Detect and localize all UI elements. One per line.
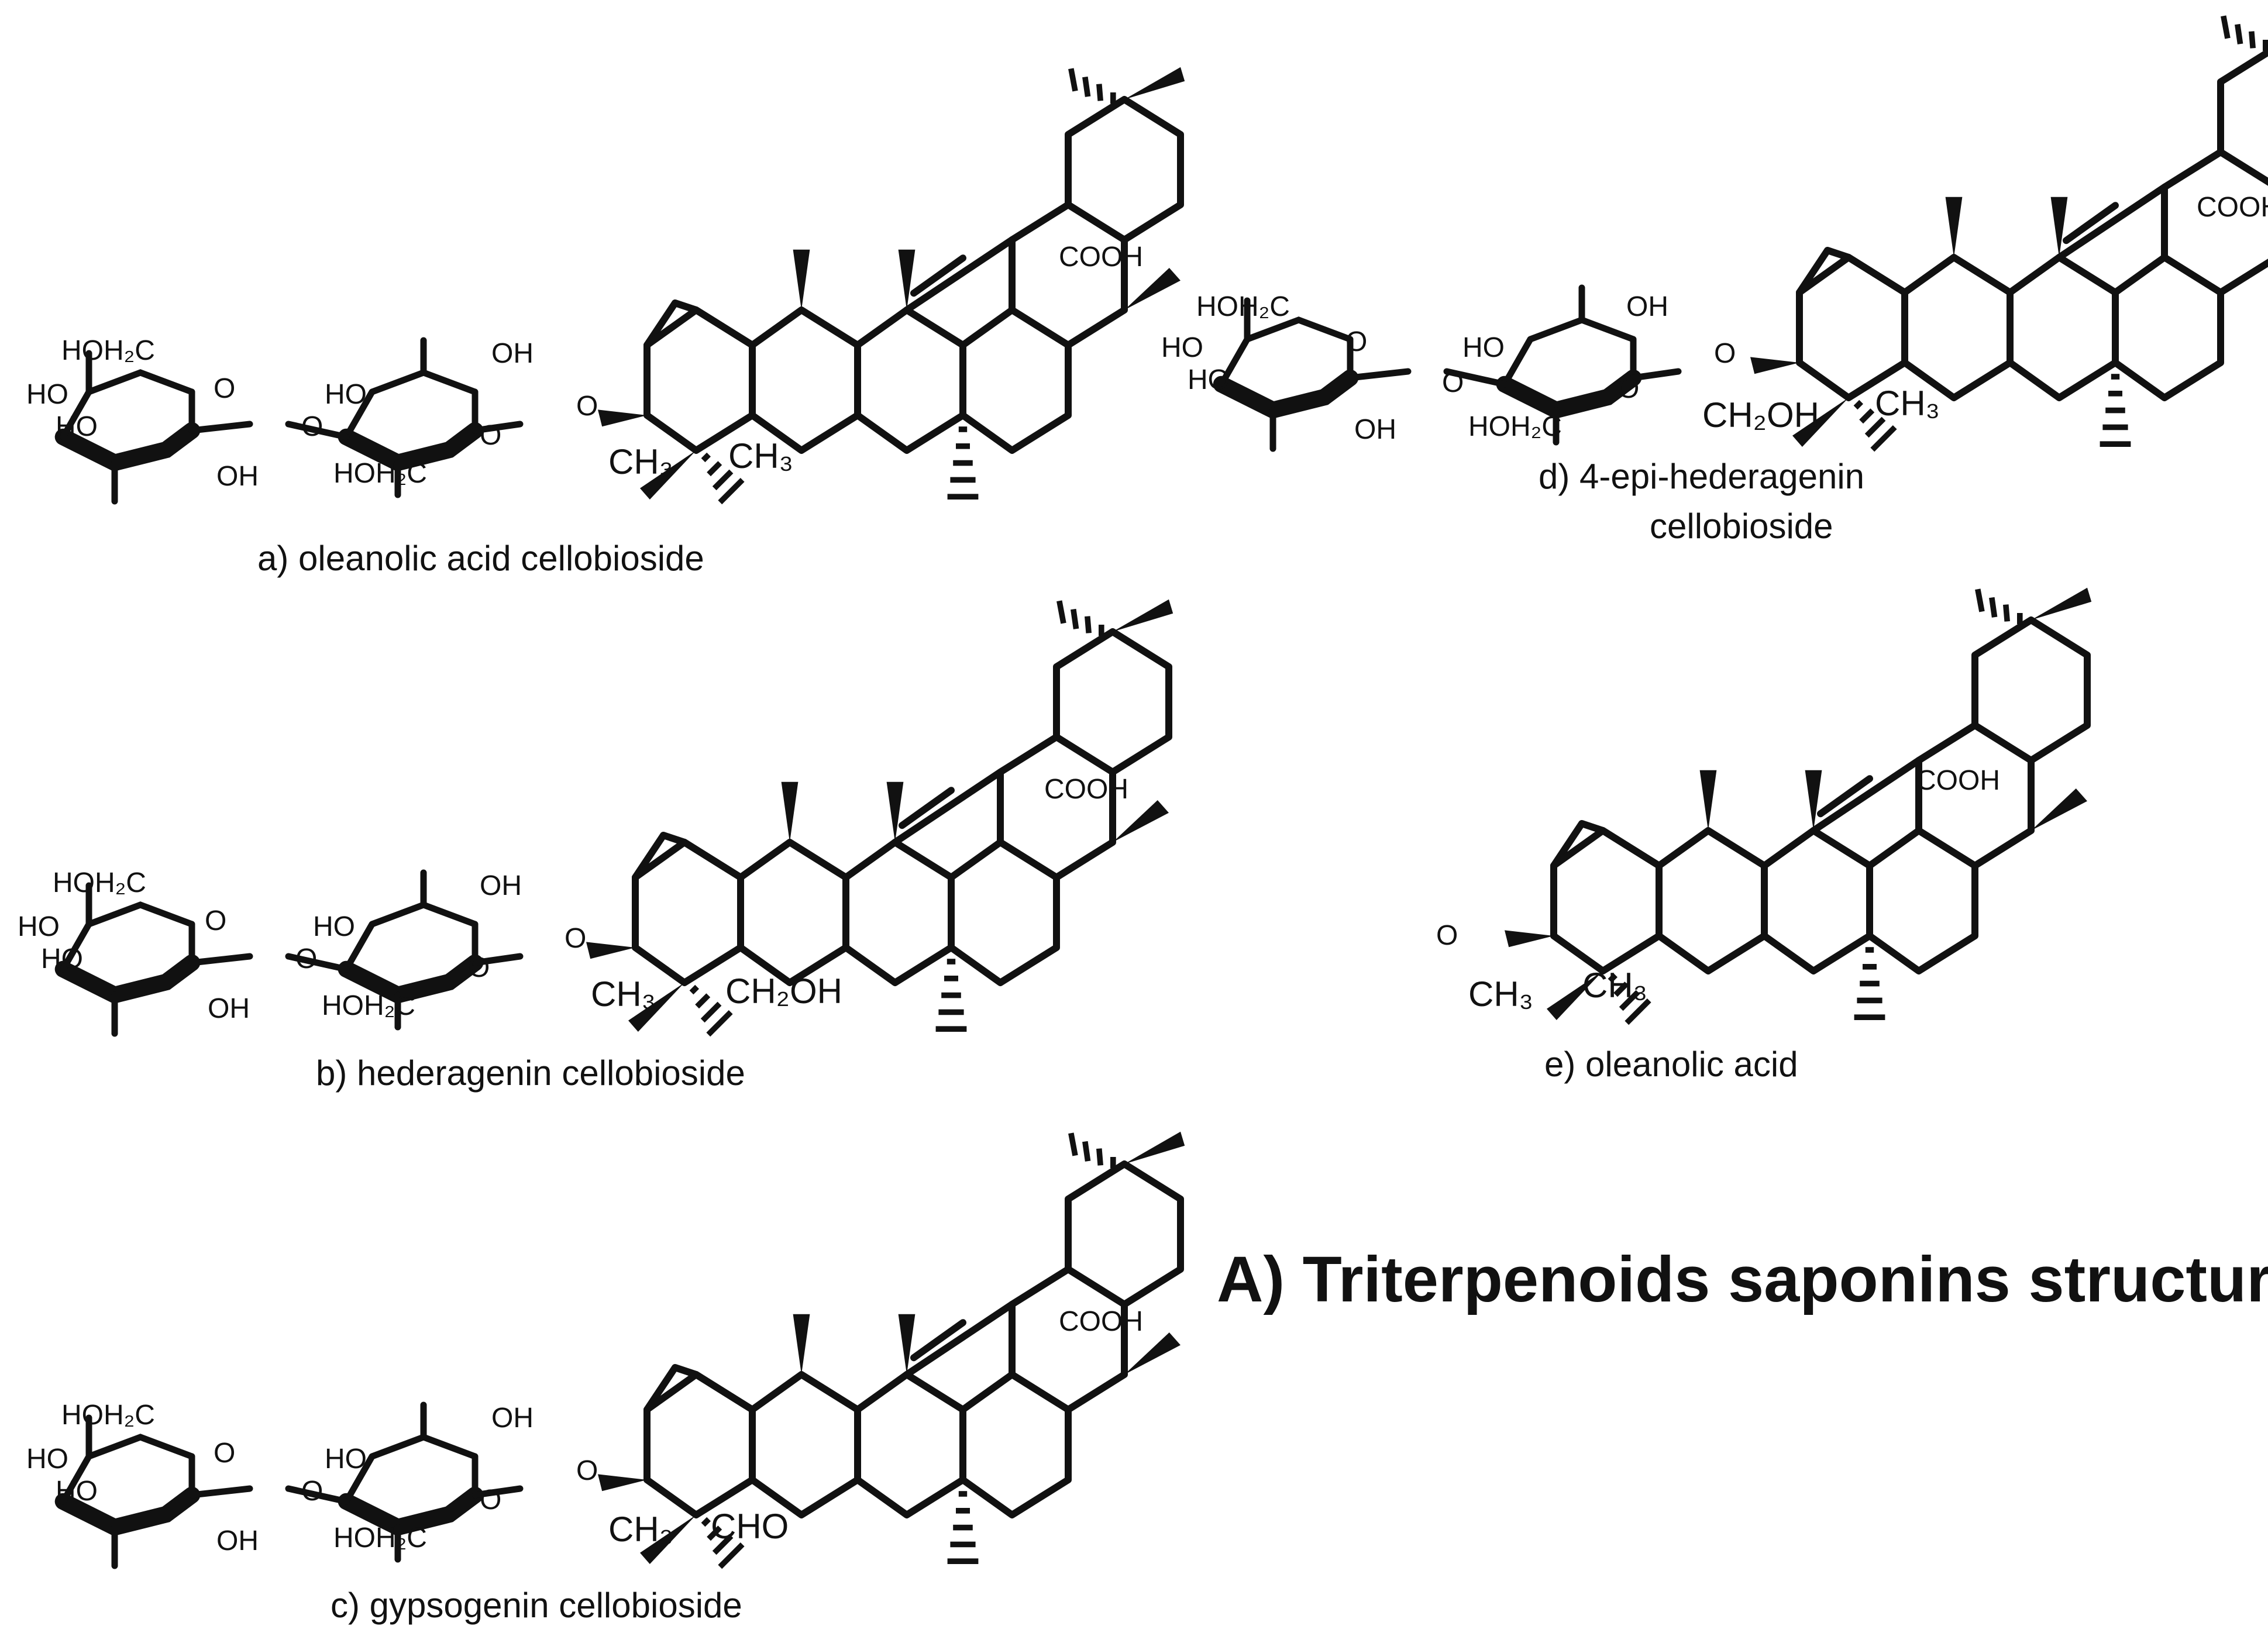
panel-e: O COOH CH₃ CH₃ e) oleanolic acid — [1436, 588, 2091, 1084]
panel-a-sub1: CH₃ — [608, 442, 673, 481]
panel-a-sugar-oh-top: OH — [491, 338, 534, 369]
panel-a: HOH₂C HO HO OH O O HO HOH₂C OH O O COOH … — [26, 67, 1185, 578]
panel-a-sugar-oh1: OH — [216, 461, 259, 492]
panel-a-caption: a) oleanolic acid cellobioside — [257, 539, 704, 578]
figure-title: A) Triterpenoids saponins structures — [1217, 1244, 2268, 1315]
panel-e-glyco-o: O — [1436, 920, 1458, 951]
panel-b-sugar-link-o: O — [295, 943, 317, 974]
panel-c-sub2: CHO — [711, 1507, 789, 1546]
panel-e-caption: e) oleanolic acid — [1544, 1045, 1798, 1084]
panel-b-sugar-ho3: HO — [313, 911, 355, 942]
panel-a-sugar-ho2: HO — [56, 411, 98, 442]
panel-d-sub2: CH₃ — [1875, 384, 1940, 423]
panel-c-sugar-ring-o: O — [214, 1438, 235, 1469]
panel-a-sugar-hoh2c-bottom: HOH₂C — [333, 458, 427, 489]
panel-b-sugar-hoh2c-bottom: HOH₂C — [322, 990, 415, 1021]
panel-c-sugar-oh1: OH — [216, 1525, 259, 1556]
panel-b-sugar-hoh2c-top: HOH₂C — [53, 867, 146, 898]
panel-d-caption-line1: d) 4-epi-hederagenin — [1539, 457, 1864, 496]
panel-c: HOH₂C HO HO OH O O HO HOH₂C OH O O COOH … — [26, 1132, 1185, 1625]
panel-a-sugar-ho1: HO — [26, 379, 68, 410]
panel-a-sub2: CH₃ — [728, 436, 793, 476]
panel-b-sugar-oh-top: OH — [480, 870, 522, 901]
panel-c-sugar-link-o: O — [301, 1476, 323, 1507]
panel-a-glyco-o: O — [576, 391, 598, 422]
panel-a-sugar-ring-o: O — [214, 373, 235, 404]
panel-b-sugar-ring-o2: O — [468, 952, 490, 983]
panel-c-caption: c) gypsogenin cellobioside — [331, 1586, 742, 1625]
panel-c-glyco-o: O — [576, 1455, 598, 1486]
panel-d-sugar-ho1: HO — [1161, 332, 1203, 363]
panel-d-sugar-hoh2c-top: HOH₂C — [1196, 291, 1290, 322]
panel-d-cooh: COOH — [2197, 192, 2268, 223]
panel-a-sugar-ring-o2: O — [480, 420, 501, 451]
panel-a-sugar-ho3: HO — [325, 379, 367, 410]
panel-b-sub2: CH₂OH — [725, 972, 842, 1011]
panel-d-glyco-o: O — [1714, 338, 1736, 369]
panel-b-glyco-o: O — [565, 923, 586, 954]
panel-b-cooh: COOH — [1044, 774, 1128, 805]
panel-d-sugar-oh-top: OH — [1626, 291, 1668, 322]
panel-e-cooh: COOH — [1916, 765, 2000, 796]
panel-b-sugar-ho1: HO — [18, 911, 60, 942]
panel-a-sugar-hoh2c-top: HOH₂C — [61, 335, 155, 366]
panel-b-sugar-ho2: HO — [41, 943, 83, 974]
panel-b-sub1: CH₃ — [591, 974, 656, 1014]
panel-a-sugar-link-o: O — [301, 411, 323, 442]
panel-c-sugar-oh-top: OH — [491, 1403, 534, 1434]
panel-d-sugar-ho3: HO — [1462, 332, 1505, 363]
panel-d-sugar-oh1: OH — [1354, 414, 1396, 445]
panel-d-sugar-hoh2c-bottom: HOH₂C — [1468, 411, 1562, 442]
panel-e-sub1: CH₃ — [1468, 974, 1533, 1014]
panel-c-sugar-ho1: HO — [26, 1444, 68, 1475]
panel-d-sugar-ring-o: O — [1345, 326, 1367, 357]
panel-c-sugar-ring-o2: O — [480, 1485, 501, 1516]
panel-c-cooh: COOH — [1059, 1306, 1143, 1337]
panel-d-sugar-ho2: HO — [1188, 364, 1230, 395]
panel-d-sugar-ring-o2: O — [1617, 373, 1639, 404]
panel-c-sub1: CH₃ — [608, 1510, 673, 1549]
panel-c-sugar-ho3: HO — [325, 1444, 367, 1475]
panel-d-caption-line2: cellobioside — [1650, 507, 1833, 546]
panel-d-sugar-link-o: O — [1442, 367, 1464, 398]
panel-c-sugar-ho2: HO — [56, 1476, 98, 1507]
panel-d-sub1: CH₂OH — [1702, 395, 1819, 435]
panel-e-sub2: CH₃ — [1582, 966, 1647, 1005]
panel-b: HOH₂C HO HO OH O O HO HOH₂C OH O O COOH … — [18, 600, 1173, 1093]
panel-b-sugar-ring-o: O — [205, 905, 226, 936]
panel-a-cooh: COOH — [1059, 242, 1143, 273]
panel-c-sugar-hoh2c-bottom: HOH₂C — [333, 1523, 427, 1554]
panel-d: HOH₂C HO HO OH O O HO HOH₂C OH O O COOH … — [1161, 15, 2268, 546]
panel-b-caption: b) hederagenin cellobioside — [316, 1053, 745, 1093]
panel-c-sugar-hoh2c-top: HOH₂C — [61, 1400, 155, 1431]
panel-b-sugar-oh1: OH — [208, 993, 250, 1024]
